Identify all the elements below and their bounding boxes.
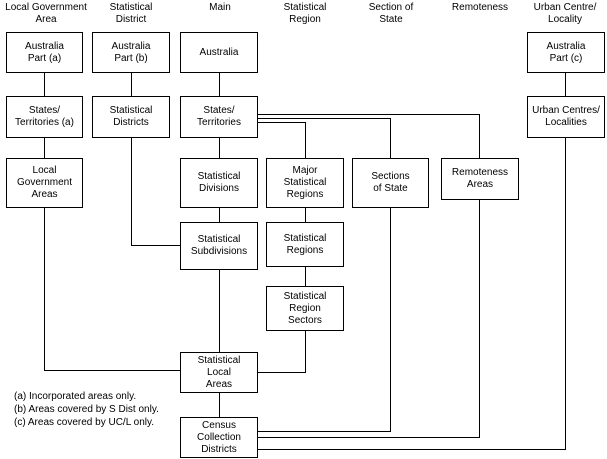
box-statistical-districts: Statistical Districts bbox=[92, 96, 170, 138]
box-statistical-divisions: Statistical Divisions bbox=[180, 158, 258, 208]
header-statistical-district: Statistical District bbox=[109, 2, 153, 25]
footnote-a: (a) Incorporated areas only. bbox=[14, 391, 137, 402]
header-lga: Local Government Area bbox=[5, 2, 87, 25]
box-australia-part-a: Australia Part (a) bbox=[6, 32, 83, 73]
box-australia-main: Australia bbox=[180, 32, 258, 73]
box-major-statistical-regions: Major Statistical Regions bbox=[266, 158, 344, 208]
box-statistical-region-sectors: Statistical Region Sectors bbox=[266, 286, 344, 331]
box-urban-centres-localities: Urban Centres/ Localities bbox=[527, 96, 605, 138]
box-states-territories-main: States/ Territories bbox=[180, 96, 258, 138]
box-local-government-areas: Local Government Areas bbox=[6, 158, 83, 208]
box-census-collection-districts: Census Collection Districts bbox=[180, 417, 258, 458]
header-ucl: Urban Centre/ Locality bbox=[533, 2, 597, 25]
header-main: Main bbox=[209, 2, 231, 13]
footnote-b: (b) Areas covered by S Dist only. bbox=[14, 404, 159, 415]
box-statistical-regions: Statistical Regions bbox=[266, 222, 344, 267]
box-statistical-subdivisions: Statistical Subdivisions bbox=[180, 222, 258, 270]
box-australia-part-c: Australia Part (c) bbox=[527, 32, 605, 73]
box-remoteness-areas: Remoteness Areas bbox=[441, 158, 519, 200]
footnote-c: (c) Areas covered by UC/L only. bbox=[14, 417, 155, 428]
header-remoteness: Remoteness bbox=[451, 2, 509, 13]
box-statistical-local-areas: Statistical Local Areas bbox=[180, 352, 258, 393]
box-australia-part-b: Australia Part (b) bbox=[92, 32, 170, 73]
header-section-of-state: Section of State bbox=[368, 2, 414, 25]
box-states-territories-a: States/ Territories (a) bbox=[6, 96, 83, 138]
header-statistical-region: Statistical Region bbox=[283, 2, 327, 25]
box-sections-of-state: Sections of State bbox=[352, 158, 429, 208]
